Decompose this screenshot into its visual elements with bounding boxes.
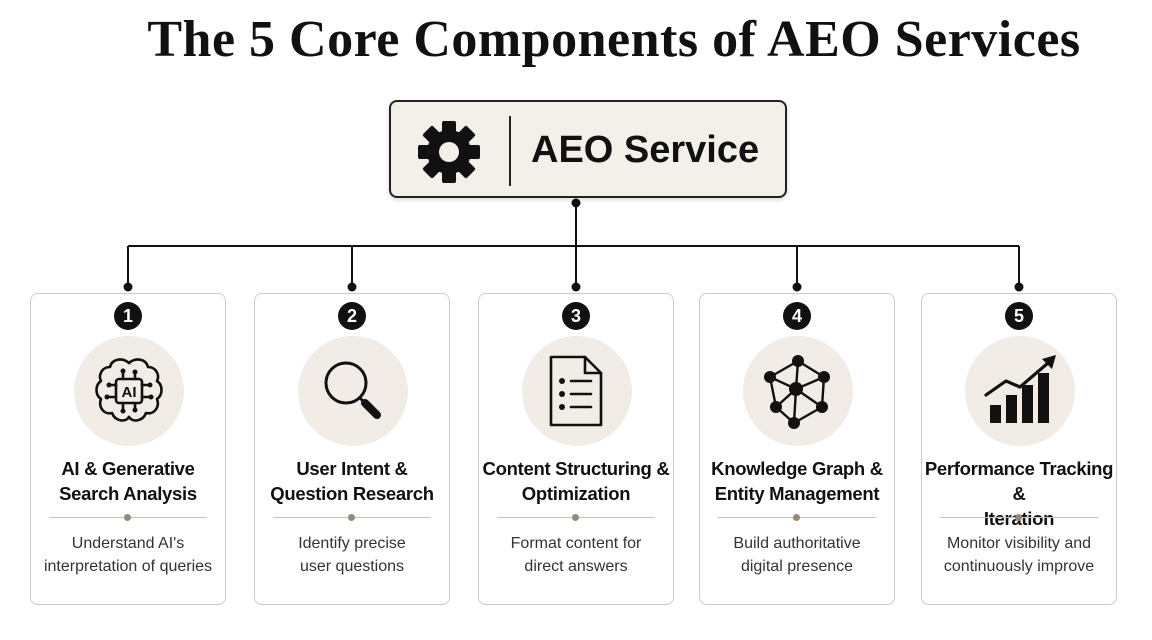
- component-card-2: User Intent & Question Research Identify…: [254, 293, 450, 605]
- component-card-5: Performance Tracking & Iteration Monitor…: [921, 293, 1117, 605]
- root-junction-dot: [571, 198, 581, 208]
- page-title-text: The 5 Core Components of AEO Services: [147, 11, 1081, 68]
- branch-dot-3: [571, 282, 581, 292]
- card-desc-line1: Build authoritative: [733, 535, 861, 552]
- card-desc-line2: user questions: [299, 558, 405, 575]
- card-title-line2: Question Research: [270, 483, 434, 504]
- network-graph-icon: [764, 355, 830, 429]
- component-card-3: Content Structuring & Optimization Forma…: [478, 293, 674, 605]
- card-title-line1: Performance Tracking &: [924, 458, 1114, 504]
- card-description: Monitor visibility and continuously impr…: [922, 532, 1116, 578]
- card-title-line1: Content Structuring &: [482, 458, 670, 479]
- card-title: Content Structuring & Optimization: [479, 456, 673, 506]
- card-separator: [940, 514, 1098, 521]
- card-title: User Intent & Question Research: [255, 456, 449, 506]
- card-title-line2: Optimization: [521, 483, 631, 504]
- branch-dot-1: [123, 282, 133, 292]
- card-separator: [49, 514, 207, 521]
- card-desc-line1: Identify precise: [298, 535, 406, 552]
- card-desc-line2: continuously improve: [943, 558, 1095, 575]
- card-description: Build authoritative digital presence: [700, 532, 894, 578]
- ai-brain-icon: AI: [95, 358, 163, 422]
- icon-circle: AI: [74, 336, 184, 446]
- card-description: Format content for direct answers: [479, 532, 673, 578]
- svg-text:AI: AI: [122, 384, 137, 401]
- icon-circle: [743, 336, 853, 446]
- card-description: Understand AI's interpretation of querie…: [31, 532, 225, 578]
- gear-icon: [418, 121, 480, 183]
- card-separator: [718, 514, 876, 521]
- card-title: Knowledge Graph & Entity Management: [700, 456, 894, 506]
- card-desc-line2: interpretation of queries: [43, 558, 213, 575]
- step-badge-1: 1: [114, 302, 142, 330]
- card-separator: [497, 514, 655, 521]
- branch-dot-2: [347, 282, 357, 292]
- root-divider: [509, 116, 511, 186]
- component-card-4: Knowledge Graph & Entity Management Buil…: [699, 293, 895, 605]
- card-title-line2: Entity Management: [714, 483, 880, 504]
- card-description: Identify precise user questions: [255, 532, 449, 578]
- icon-circle: [522, 336, 632, 446]
- icon-circle: [298, 336, 408, 446]
- card-title-line2: Search Analysis: [59, 483, 197, 504]
- step-badge-3: 3: [562, 302, 590, 330]
- card-desc-line2: digital presence: [740, 558, 854, 575]
- step-badge-4: 4: [783, 302, 811, 330]
- root-label: AEO Service: [531, 129, 760, 171]
- step-badge-2: 2: [338, 302, 366, 330]
- card-desc-line1: Monitor visibility and: [946, 535, 1092, 552]
- page-title: The 5 Core Components of AEO Services: [0, 10, 1152, 69]
- card-title-line1: Knowledge Graph &: [711, 458, 883, 479]
- card-desc-line1: Understand AI's: [71, 535, 185, 552]
- card-title: AI & Generative Search Analysis: [31, 456, 225, 506]
- card-desc-line1: Format content for: [510, 535, 642, 552]
- root-node-aeo-service: AEO Service: [389, 100, 787, 198]
- card-separator: [273, 514, 431, 521]
- magnifier-icon: [324, 361, 381, 419]
- step-badge-5: 5: [1005, 302, 1033, 330]
- card-title-line1: User Intent &: [296, 458, 408, 479]
- component-card-1: AI AI & Generative Search Analysis Under…: [30, 293, 226, 605]
- branch-dot-5: [1014, 282, 1024, 292]
- branch-dot-4: [792, 282, 802, 292]
- icon-circle: [965, 336, 1075, 446]
- card-title-line1: AI & Generative: [61, 458, 195, 479]
- growth-chart-icon: [984, 355, 1056, 423]
- card-desc-line2: direct answers: [524, 558, 628, 575]
- document-list-icon: [549, 355, 603, 427]
